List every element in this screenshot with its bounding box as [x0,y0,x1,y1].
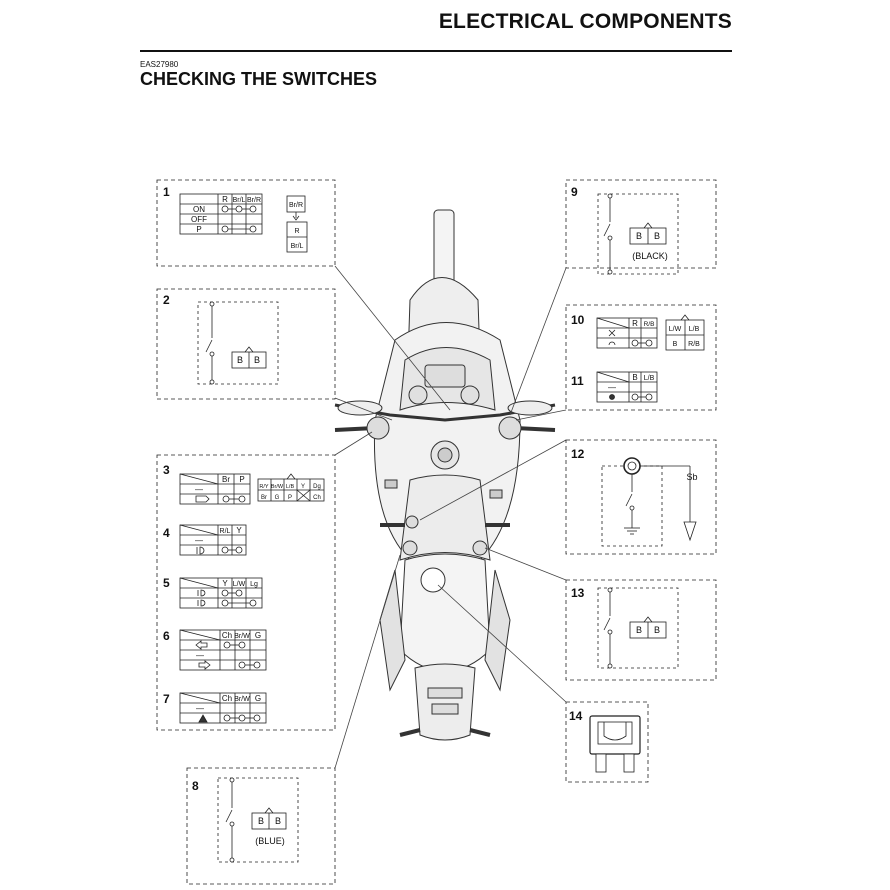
callout-10: 10 [571,313,585,327]
switch8-schematic [225,777,287,863]
s10-col-rb: R/B [644,321,655,328]
s3-col-p: P [239,475,244,484]
s9-black-label: (BLACK) [632,251,668,261]
switch12-schematic [623,457,697,542]
switch6-table [179,629,267,671]
callout-13: 13 [571,586,585,600]
callout-7: 7 [163,692,170,706]
s3-dash: — [195,485,203,494]
switch-box-12 [565,439,717,555]
s5-col-lg: Lg [250,581,258,588]
header-title: ELECTRICAL COMPONENTS [438,10,732,33]
switch13-schematic [603,587,667,669]
s1-col-brl: Br/L [233,197,246,204]
s7-col-g: G [255,694,261,703]
s6-col-g: G [255,631,261,640]
leader-lines [334,265,567,769]
callout-9: 9 [571,185,578,199]
callout-4: 4 [163,526,170,540]
s3-cp-ch: Ch [313,495,321,501]
reference-code: EAS27980 [140,60,179,69]
switch7-table [179,692,267,724]
s1-coupler-bot: Br/L [291,243,304,250]
callout-5: 5 [163,576,170,590]
callout-12: 12 [571,447,585,461]
s13-coupler-b2: B [654,625,660,635]
s8-coupler-b2: B [275,816,281,826]
s3-cp-dg: Dg [313,484,321,490]
s10-cp-lb: L/B [689,326,700,333]
s4-dash: — [195,536,203,545]
s1-col-r: R [222,195,228,204]
s2-coupler-b2: B [254,355,260,365]
s9-coupler-b1: B [636,231,642,241]
header-rule [140,50,732,52]
switch1-coupler [286,195,308,253]
s3-cp-lb: L/B [286,484,295,490]
s12-sb-label: Sb [686,472,697,482]
s3-col-br: Br [222,475,230,484]
s3-cp-g: G [275,495,280,501]
s10-col-r: R [632,319,638,328]
switch11-table [596,371,658,403]
switch-box-9 [565,179,717,269]
s11-col-b: B [632,373,637,382]
switch1-table [179,193,263,235]
s3-cp-ry: R/Y [259,484,269,490]
s4-col-rl: R/L [220,528,231,535]
callout-8: 8 [192,779,199,793]
s5-col-y: Y [222,579,228,588]
s11-col-lb: L/B [644,375,655,382]
s1-row-on: ON [193,205,205,214]
callout-1: 1 [163,185,170,199]
callout-6: 6 [163,629,170,643]
s5-col-lw: L/W [233,581,246,588]
s2-coupler-b1: B [237,355,243,365]
s10-cp-lw: L/W [669,326,682,333]
switch3-coupler [257,473,325,502]
switch3-table [179,473,251,505]
switch5-table [179,577,263,609]
s11-dash: — [608,383,616,392]
s13-coupler-b1: B [636,625,642,635]
s1-col-brr: Br/R [247,197,261,204]
s8-coupler-b1: B [258,816,264,826]
motorcycle-top-view [334,209,556,741]
s7-dash: — [196,704,204,713]
fuse-icon [589,715,641,773]
s7-col-brw: Br/W [234,696,250,703]
callout-14: 14 [569,709,583,723]
callout-3: 3 [163,463,170,477]
s1-coupler-top: Br/R [289,202,303,209]
s8-blue-label: (BLUE) [255,836,285,846]
s3-cp-br: Br [261,495,267,501]
s4-col-y: Y [236,526,242,535]
switch9-schematic [603,193,667,275]
switch2-schematic [205,301,267,385]
s1-row-p: P [196,225,201,234]
callout-11: 11 [571,374,584,388]
s7-col-ch: Ch [222,694,232,703]
s1-row-off: OFF [191,215,207,224]
s3-cp-brw: Br/W [271,484,284,490]
s3-cp-p: P [288,495,292,501]
s10-cp-rb: R/B [688,341,700,348]
s9-coupler-b2: B [654,231,660,241]
s1-coupler-mid: R [294,228,299,235]
s6-col-ch: Ch [222,631,232,640]
s6-dash: — [196,651,204,660]
switch-box-2 [156,288,336,400]
section-title: CHECKING THE SWITCHES [140,69,378,89]
s10-cp-b: B [673,341,678,348]
s6-col-brw: Br/W [234,633,250,640]
switch10-table [596,317,658,349]
switch10-coupler [665,314,705,351]
s3-cp-y: Y [301,484,305,490]
switch4-table [179,524,247,556]
callout-2: 2 [163,293,170,307]
